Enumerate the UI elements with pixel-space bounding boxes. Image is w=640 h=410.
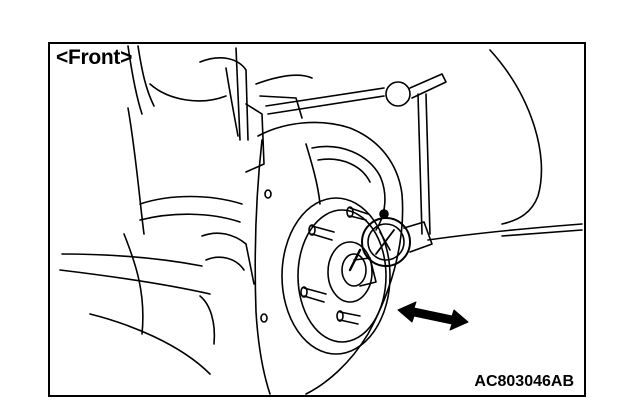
wheel-studs bbox=[300, 206, 369, 325]
wheel-hub-illustration bbox=[59, 45, 583, 395]
view-label: <Front> bbox=[56, 46, 133, 69]
double-headed-arrow-icon bbox=[397, 301, 469, 331]
body-frame-lines bbox=[59, 107, 255, 375]
hub-flange bbox=[281, 197, 391, 355]
figure-frame: <Front> AC803046AB bbox=[48, 42, 586, 397]
suspension-outline bbox=[127, 45, 313, 173]
dial-indicator bbox=[265, 73, 447, 272]
knuckle-backing-plate bbox=[254, 121, 404, 395]
figure-code: AC803046AB bbox=[474, 373, 574, 390]
fender-edge bbox=[427, 49, 583, 241]
